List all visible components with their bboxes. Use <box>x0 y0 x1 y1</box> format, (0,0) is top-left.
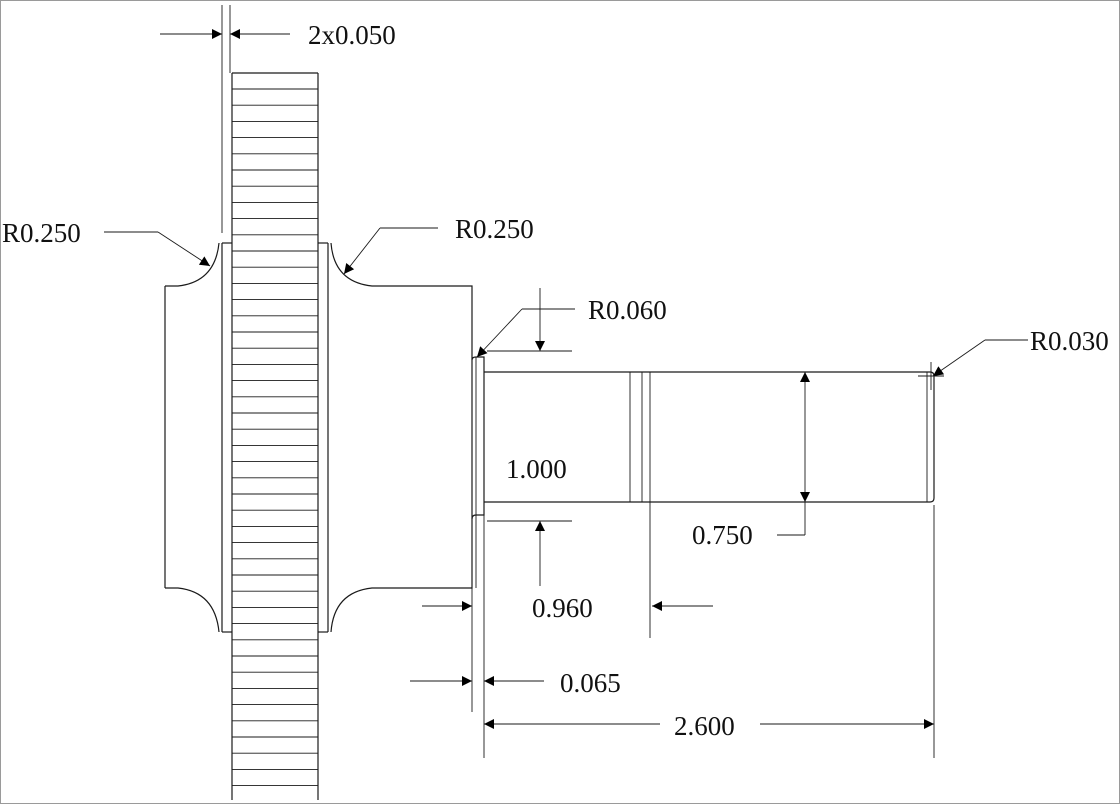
dim-shoulder-width-label: 0.065 <box>560 668 621 698</box>
dim-radius-right: R0.250 <box>343 214 534 275</box>
dim-shaft-length-label: 2.600 <box>674 711 735 741</box>
dim-hub-diameter: 0.960 <box>422 502 713 638</box>
shoulder <box>471 356 485 758</box>
dim-shoulder-width: 0.065 <box>410 668 621 698</box>
dim-reduced-diameter-label: 0.750 <box>692 520 753 550</box>
dim-shaft-length: 2.600 <box>484 505 935 758</box>
gear-body <box>221 5 329 800</box>
dim-radius-right-label: R0.250 <box>455 214 534 244</box>
dim-reduced-diameter: 0.750 <box>692 372 810 550</box>
dim-gear-width: 2x0.050 <box>160 20 396 50</box>
shaft <box>484 371 935 503</box>
dim-radius-tip: R0.030 <box>918 326 1109 390</box>
dim-shaft-diameter: 1.000 <box>506 454 567 484</box>
dim-gear-width-label: 2x0.050 <box>308 20 396 50</box>
dim-radius-shoulder-label: R0.060 <box>588 295 667 325</box>
dim-radius-left-label: R0.250 <box>2 218 81 248</box>
gear-teeth <box>232 88 318 787</box>
dim-hub-diameter-label: 0.960 <box>532 593 593 623</box>
dim-radius-tip-label: R0.030 <box>1030 326 1109 356</box>
dim-radius-left: R0.250 <box>2 218 211 267</box>
dim-radius-shoulder: R0.060 <box>476 288 667 358</box>
dim-shaft-diameter-label: 1.000 <box>506 454 567 484</box>
hub <box>164 242 473 633</box>
